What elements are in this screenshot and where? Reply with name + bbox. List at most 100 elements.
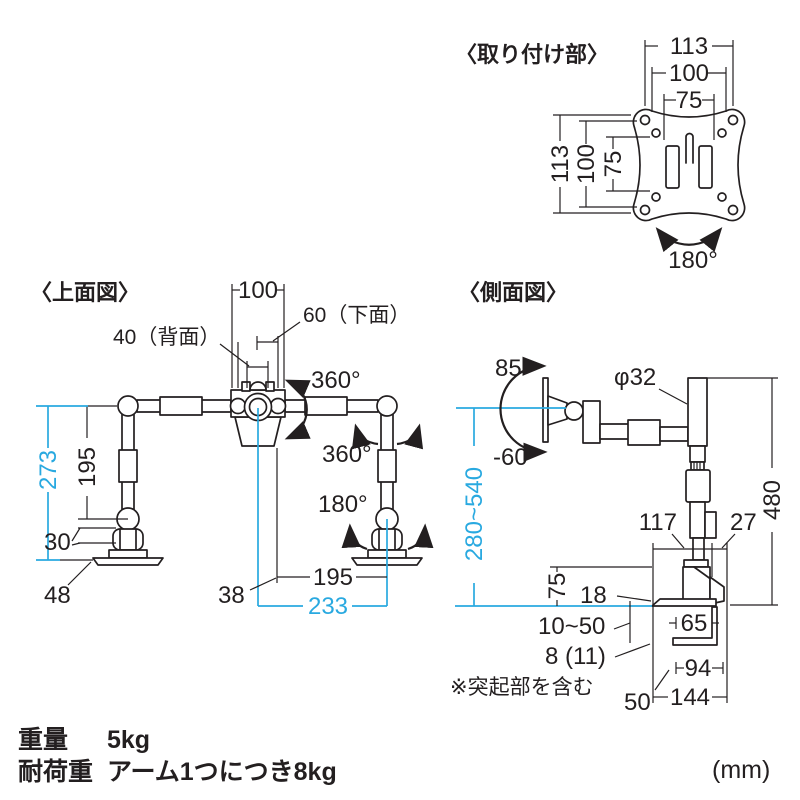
side-arm-bar	[599, 423, 631, 440]
head-tab	[241, 381, 251, 392]
arm-down-collar-right	[377, 449, 397, 483]
arm-collar-left	[159, 396, 203, 416]
dim-label: 10~50	[538, 613, 605, 640]
corner-hole	[727, 114, 739, 126]
dim-label: 18	[580, 582, 607, 609]
dim-label: 65	[681, 610, 708, 637]
keyhole-slot	[685, 132, 694, 164]
dim-plate-18: 18	[580, 582, 652, 643]
dim-jaw-thickness: 8 (11)	[545, 643, 651, 670]
load-value: アーム1つにつき8kg	[107, 758, 337, 786]
leader-line	[654, 669, 670, 691]
dim-label: φ32	[614, 364, 656, 391]
clamp-body	[682, 566, 711, 605]
pole-knuckle	[685, 469, 711, 503]
dim-label: 113	[670, 33, 708, 60]
support-pole	[687, 377, 708, 447]
load-label: 耐荷重	[18, 758, 93, 786]
dim-head-100: 100	[231, 277, 285, 388]
pole-mid	[689, 501, 706, 539]
tilt-cone	[547, 395, 568, 426]
leader-line	[219, 343, 250, 367]
dim-mount-height-113: 113	[547, 114, 631, 214]
arm-down-collar-left	[118, 449, 138, 483]
dim-label: 233	[308, 593, 348, 620]
elbow-joint-right	[376, 395, 398, 417]
rotation-arrow	[341, 523, 368, 551]
tilt-block	[582, 400, 601, 444]
leader-line	[658, 388, 688, 405]
rotation-label: 360°	[311, 367, 361, 394]
head-side-joint	[229, 397, 247, 415]
dim-label: 94	[685, 655, 712, 682]
dim-span-195: 195	[277, 564, 387, 591]
leader-line	[67, 561, 92, 586]
dim-clamp-depth: 117 27	[639, 509, 757, 703]
leader-line	[616, 595, 652, 602]
rotation-arrow	[407, 523, 434, 551]
mount-title: 〈取り付け部〉	[455, 42, 609, 67]
pole-collar	[689, 445, 706, 463]
dim-bottom-face-60: 60（下面）	[237, 304, 410, 388]
side-view-section: 〈側面図〉 85° -60°	[450, 280, 786, 716]
clamp-lower-jaw	[672, 606, 718, 646]
dim-label: 40（背面）	[113, 326, 220, 349]
dim-label: 75	[600, 151, 627, 178]
dim-label: 100	[669, 60, 709, 87]
rotation-arrow	[351, 423, 379, 450]
tilt-annotation: 85° -60°	[493, 355, 548, 471]
corner-hole	[639, 204, 651, 216]
leader-line	[71, 527, 81, 542]
side-view-title: 〈側面図〉	[458, 280, 568, 305]
leader-line	[721, 533, 736, 549]
dim-label: 113	[547, 145, 574, 183]
vesa-plate-outline	[632, 108, 746, 222]
leader-line	[272, 321, 301, 342]
leader-line	[613, 622, 631, 630]
rotation-arrow	[396, 423, 424, 450]
head-rotation-360: 360°	[284, 367, 361, 440]
dim-label: 75	[676, 87, 703, 114]
arm-collar-right	[304, 396, 348, 416]
dim-label: 280~540	[461, 467, 488, 561]
elbow-joint-left	[117, 395, 139, 417]
clamp-cap	[683, 559, 709, 568]
tilt-ball	[564, 401, 584, 421]
dim-label: 60（下面）	[303, 304, 410, 327]
top-view-section: 〈上面図〉	[30, 277, 434, 620]
base-rotation-180: 180°	[318, 491, 434, 551]
dim-mount-width-100: 100	[651, 60, 727, 112]
dim-mount-height-100: 100	[573, 120, 637, 208]
dim-label: 273	[35, 450, 62, 490]
clamp-upper-jaw	[651, 598, 717, 607]
weight-value: 5kg	[107, 726, 150, 754]
protrusion-note: ※突起部を含む	[450, 676, 594, 699]
vesa-slot	[665, 145, 680, 189]
dim-mount-width-75: 75	[663, 87, 715, 140]
dim-label: 38	[218, 582, 245, 609]
weight-label: 重量	[18, 726, 68, 754]
vesa-hole	[651, 192, 661, 202]
base-step-left	[108, 549, 148, 559]
mount-swivel: 180°	[655, 227, 723, 274]
dim-mount-width-113: 113	[644, 33, 734, 106]
leader-line	[249, 577, 277, 591]
mount-section: 〈取り付け部〉 113 100	[455, 33, 746, 274]
top-view-title: 〈上面図〉	[30, 280, 140, 305]
head-side-joint	[269, 397, 287, 415]
dim-offset-38: 38	[218, 577, 277, 609]
dim-label: 48	[44, 582, 71, 609]
side-arm-bar	[659, 426, 689, 442]
dim-mount-height-75: 75	[600, 136, 650, 192]
dim-label: 27	[730, 509, 757, 536]
dim-label: 8 (11)	[545, 643, 606, 670]
rotation-label: 360°	[322, 441, 372, 468]
dim-reach-273: 273	[35, 405, 93, 561]
dim-pole-height: 480	[707, 377, 786, 606]
dim-base-48: 48	[44, 561, 92, 609]
vesa-slot	[698, 145, 713, 189]
corner-hole	[639, 114, 651, 126]
dim-label: 480	[759, 480, 786, 520]
